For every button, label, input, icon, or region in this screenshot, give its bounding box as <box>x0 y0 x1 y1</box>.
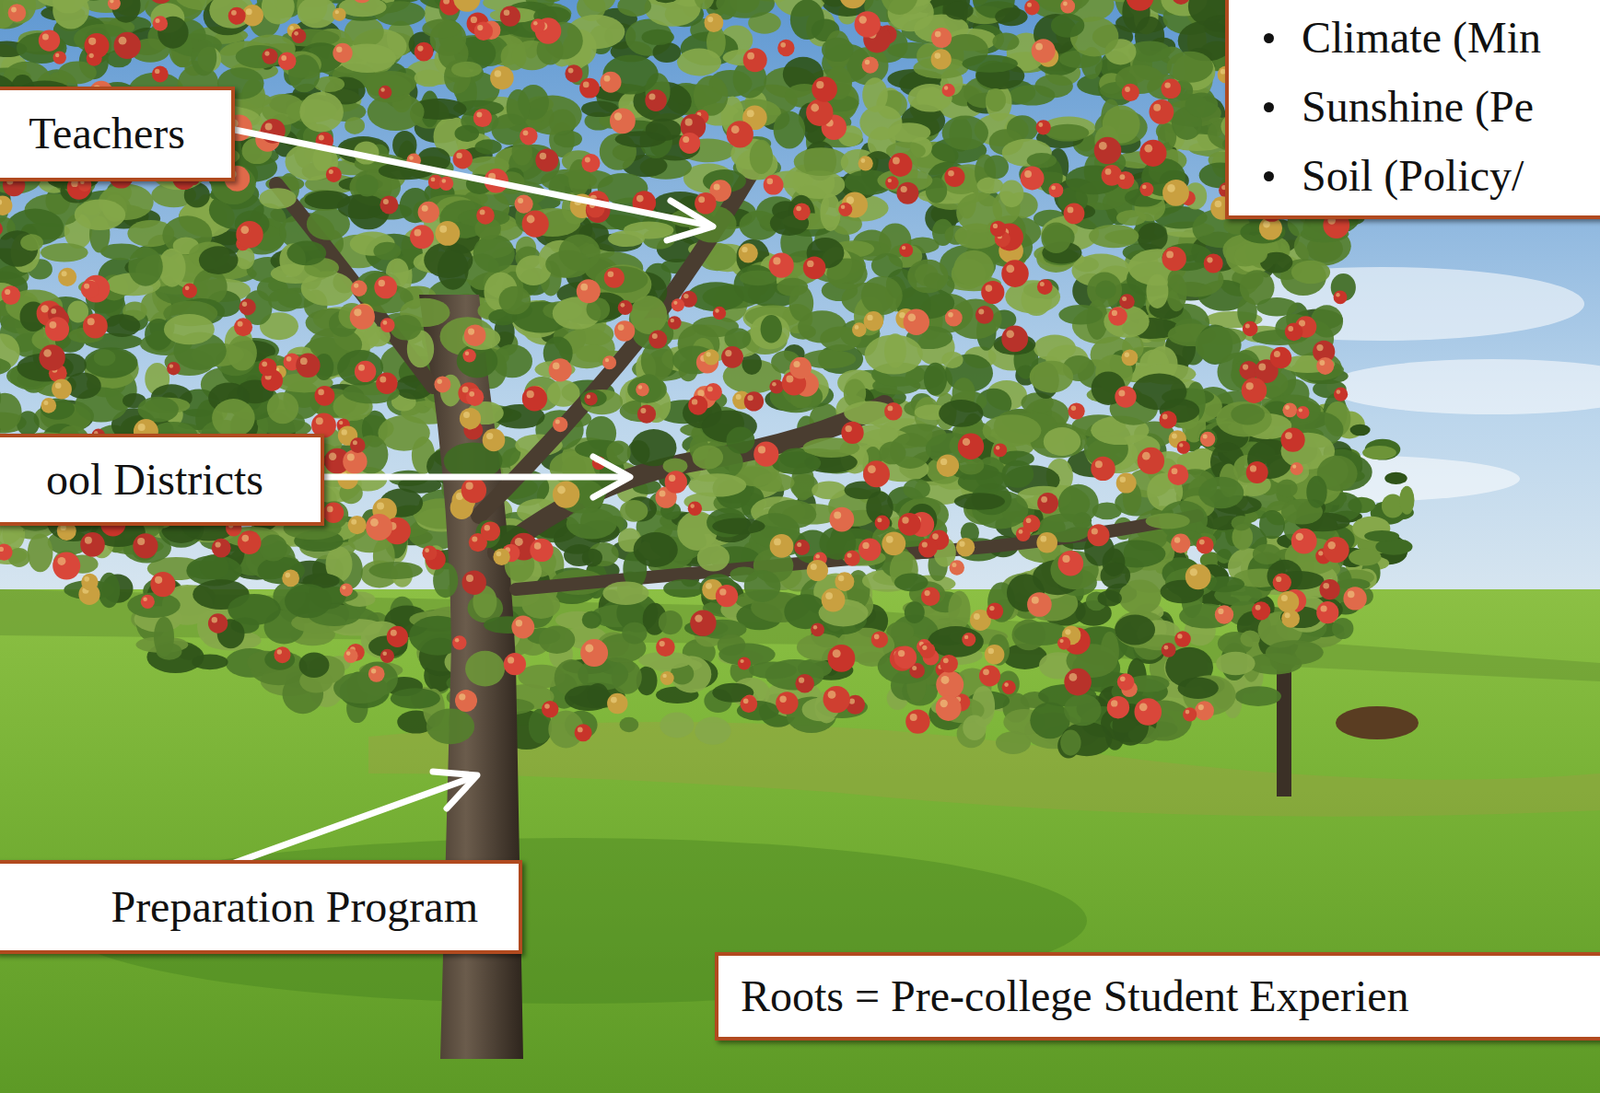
leaf-cluster <box>83 347 138 378</box>
leaf-cluster <box>724 327 751 350</box>
leaf-cluster <box>1046 124 1090 142</box>
soil-heap <box>1335 706 1419 740</box>
leaf-cluster <box>1008 84 1055 106</box>
leaf-cluster <box>1384 472 1407 485</box>
leaf-cluster <box>390 688 441 709</box>
leaf-cluster <box>0 393 23 432</box>
leaf-cluster <box>1362 445 1397 460</box>
leaf-cluster <box>995 731 1031 755</box>
leaf-cluster <box>258 187 296 210</box>
leaf-cluster <box>582 610 602 629</box>
leaf-cluster <box>1235 686 1282 707</box>
canopy-front <box>0 0 1363 757</box>
leaf-cluster <box>538 626 576 655</box>
leaf-cluster <box>994 7 1028 26</box>
leaf-cluster <box>658 610 683 635</box>
leaf-cluster <box>414 70 444 88</box>
leaf-cluster <box>1029 361 1074 394</box>
leaf-cluster <box>74 199 126 231</box>
leaf-cluster <box>235 45 284 69</box>
leaf-cluster <box>1348 548 1381 567</box>
leaf-cluster <box>677 48 722 77</box>
leaf-cluster <box>1350 424 1371 437</box>
leaf-cluster <box>27 534 54 573</box>
leaf-cluster <box>602 581 649 606</box>
leaf-cluster <box>344 16 385 47</box>
leaf-cluster <box>1095 280 1116 300</box>
leaf-cluster <box>566 508 618 540</box>
leaf-cluster <box>1364 530 1400 542</box>
leaf-cluster <box>1033 335 1076 363</box>
leaf-cluster <box>1137 222 1168 253</box>
branches <box>276 165 1198 590</box>
leaf-cluster <box>580 389 608 407</box>
leaf-cluster <box>1399 486 1414 515</box>
leaf-cluster <box>659 712 694 739</box>
leaf-cluster <box>749 315 790 351</box>
leaf-cluster <box>191 654 228 671</box>
leaf-cluster <box>1001 460 1034 489</box>
leaf-cluster <box>506 89 530 126</box>
leaf-cluster <box>1058 304 1103 326</box>
small-tree-canopy <box>1145 398 1415 634</box>
leaf-cluster <box>811 481 847 501</box>
leaf-cluster <box>903 478 931 500</box>
leaf-cluster <box>1103 305 1149 339</box>
clouds <box>1151 267 1600 503</box>
leaf-cluster <box>1310 304 1344 338</box>
leaf-cluster <box>267 392 299 424</box>
leaf-cluster <box>1215 652 1255 677</box>
leaf-cluster <box>98 572 121 608</box>
leaf-cluster <box>553 130 583 149</box>
leaf-cluster <box>760 315 783 344</box>
leaf-cluster <box>1291 260 1331 285</box>
leaf-cluster <box>491 344 533 378</box>
leaf-cluster <box>1199 429 1218 448</box>
leaf-cluster <box>694 717 731 746</box>
leaf-cluster <box>426 709 475 746</box>
leaf-cluster <box>1198 477 1244 510</box>
sky <box>0 0 1600 701</box>
leaf-cluster <box>1027 152 1057 169</box>
leaf-cluster <box>0 384 1 412</box>
leaf-cluster <box>475 139 503 154</box>
leaf-cluster <box>40 243 89 263</box>
leaf-cluster <box>1331 618 1354 640</box>
leaf-cluster <box>1231 515 1252 532</box>
leaf-cluster <box>582 0 617 12</box>
leaf-cluster <box>1259 510 1285 539</box>
canopy-back <box>0 0 1373 760</box>
leaf-cluster <box>2 0 36 24</box>
meadow <box>0 589 1600 1093</box>
leaf-cluster <box>794 147 849 176</box>
leaf-cluster <box>93 349 117 366</box>
